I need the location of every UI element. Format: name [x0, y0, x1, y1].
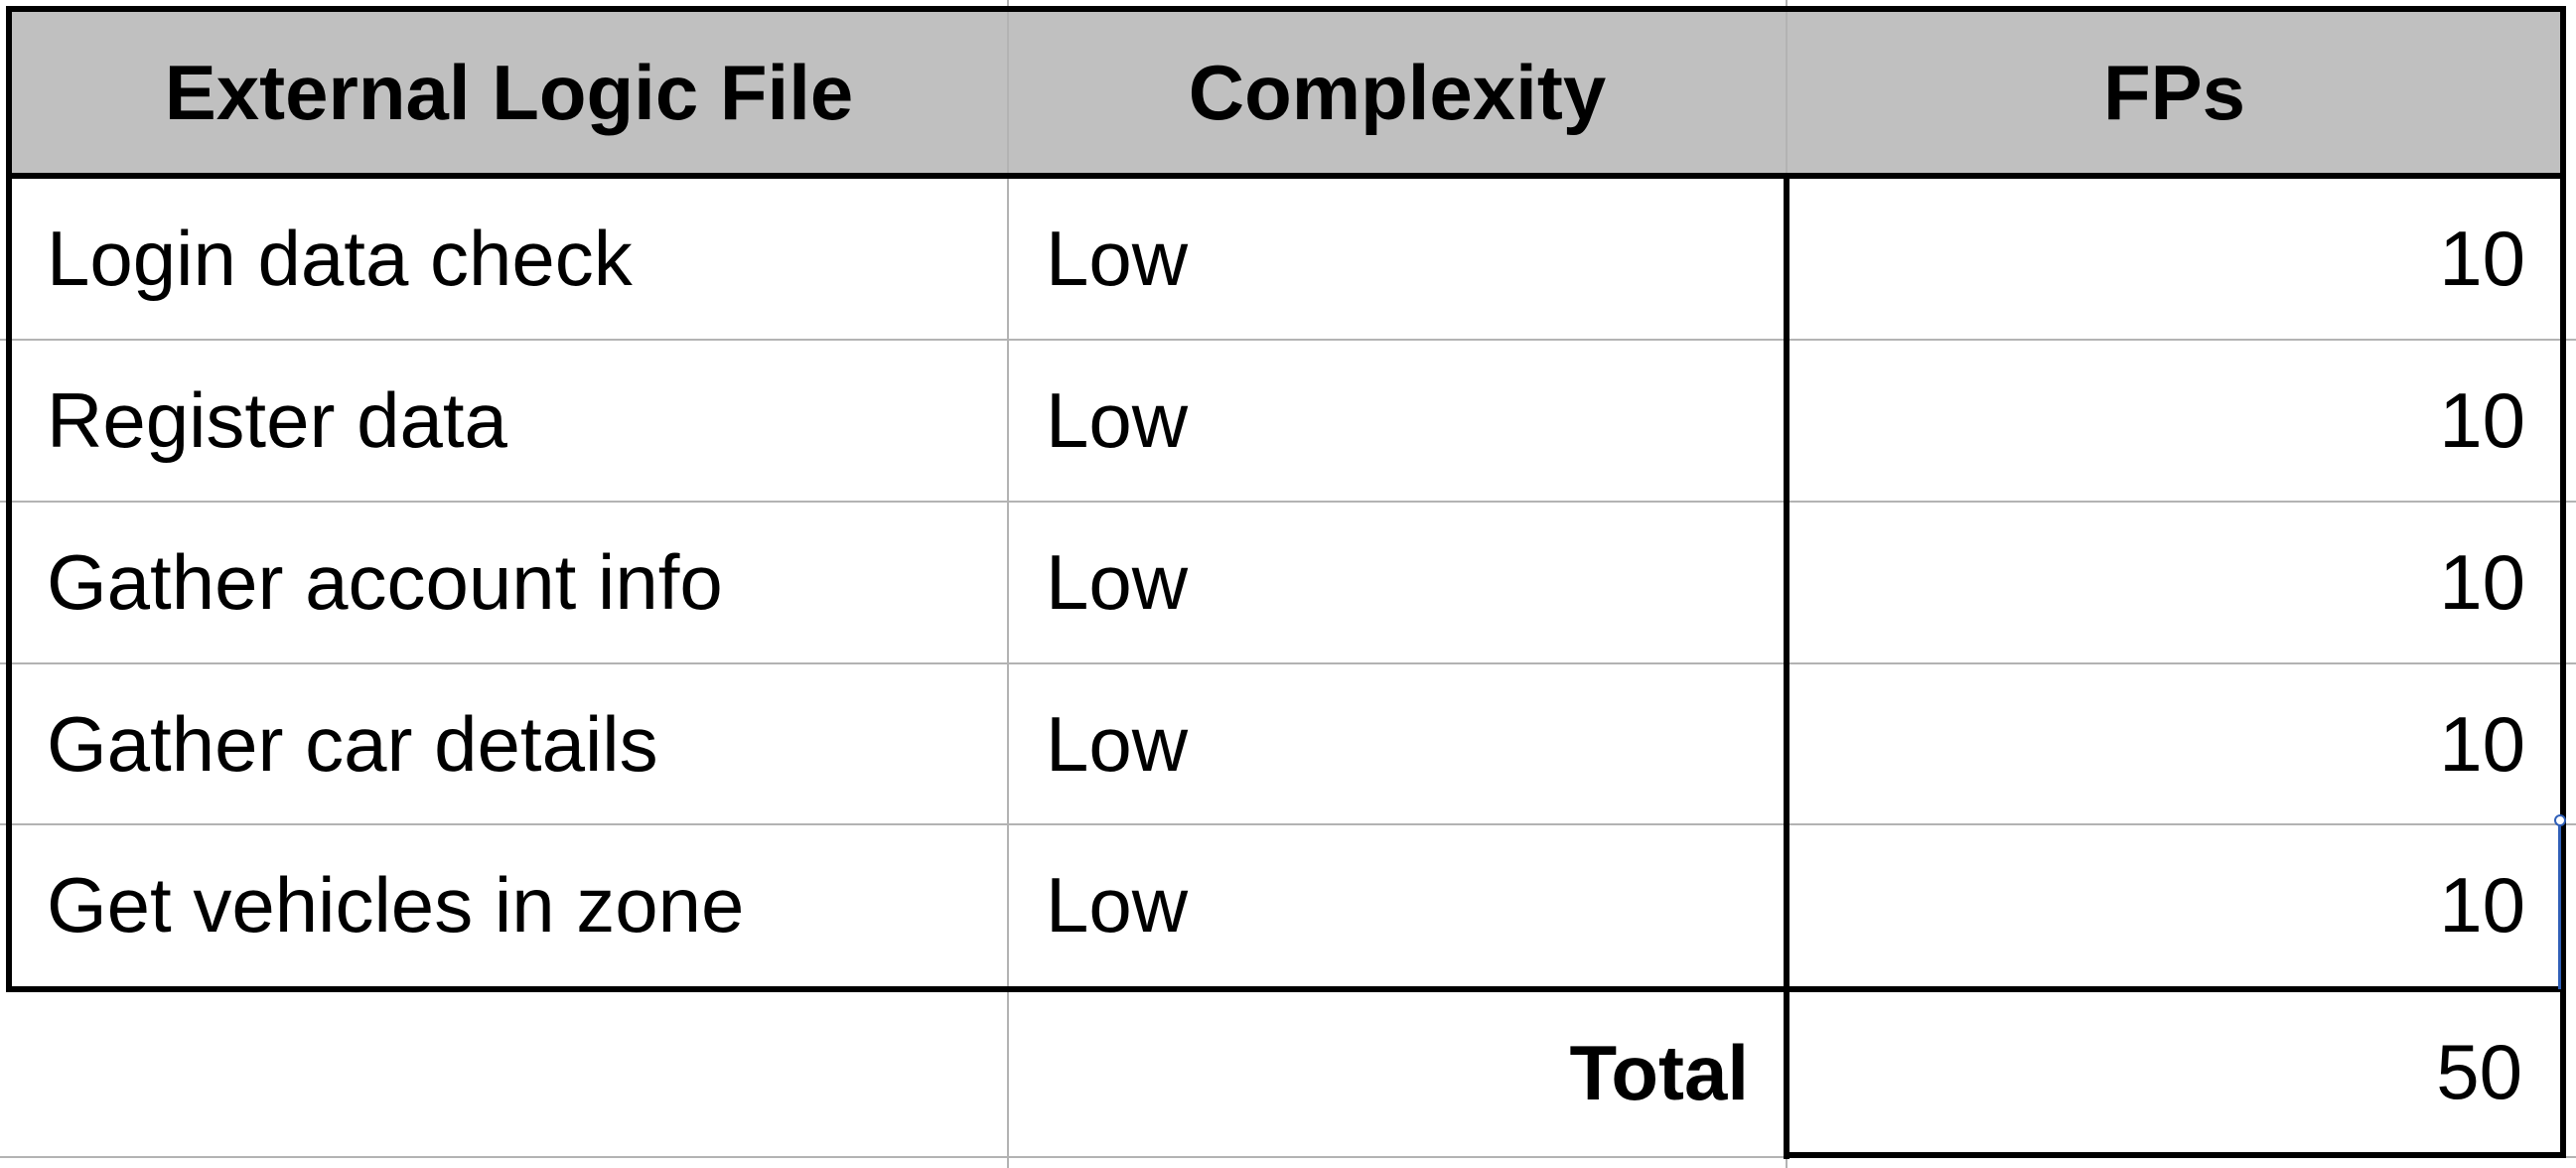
border-table-bottom — [6, 986, 2566, 992]
total-label[interactable]: Total — [1569, 1029, 1749, 1116]
header-complexity[interactable]: Complexity — [1188, 48, 1607, 136]
border-table-top — [6, 6, 2566, 12]
cell-name-row-3[interactable]: Gather account info — [47, 538, 723, 626]
gridline-row-1 — [0, 339, 2576, 341]
gridline-row-2 — [0, 501, 2576, 503]
selection-handle[interactable] — [2554, 814, 2566, 826]
gridline-row-3 — [0, 662, 2576, 664]
cell-complexity-row-2[interactable]: Low — [1046, 376, 1189, 464]
cell-empty-total-row[interactable] — [10, 990, 1007, 1156]
cell-complexity-row-5[interactable]: Low — [1046, 860, 1189, 949]
cell-name-row-4[interactable]: Gather car details — [47, 699, 658, 788]
cell-complexity-row-3[interactable]: Low — [1046, 538, 1189, 626]
cell-selection-edge[interactable] — [2558, 822, 2561, 989]
gridline-row-4 — [0, 823, 2576, 825]
header-fps[interactable]: FPs — [2102, 48, 2246, 136]
cell-complexity-row-4[interactable]: Low — [1046, 699, 1189, 788]
header-row-background — [10, 10, 2562, 175]
cell-fps-row-5[interactable]: 10 — [2439, 860, 2525, 949]
border-table-right — [2560, 6, 2566, 992]
border-total-right — [2560, 986, 2566, 1157]
cell-name-row-2[interactable]: Register data — [47, 376, 507, 464]
gridline-vertical-col2 — [1007, 0, 1009, 1168]
border-fps-column-left — [1784, 173, 1789, 1159]
cell-fps-row-4[interactable]: 10 — [2439, 699, 2525, 788]
cell-fps-row-1[interactable]: 10 — [2439, 215, 2525, 302]
border-table-left — [6, 6, 12, 992]
cell-fps-row-2[interactable]: 10 — [2439, 376, 2525, 464]
total-value[interactable]: 50 — [2436, 1027, 2522, 1115]
cell-complexity-row-1[interactable]: Low — [1046, 215, 1189, 302]
border-header-bottom — [6, 173, 2566, 179]
cell-name-row-5[interactable]: Get vehicles in zone — [47, 860, 745, 949]
cell-name-row-1[interactable]: Login data check — [47, 215, 633, 302]
cell-fps-row-3[interactable]: 10 — [2439, 538, 2525, 626]
gridline-row-total — [0, 1156, 2576, 1158]
header-external-logic-file[interactable]: External Logic File — [164, 48, 854, 136]
border-total-bottom — [1784, 1152, 2566, 1158]
